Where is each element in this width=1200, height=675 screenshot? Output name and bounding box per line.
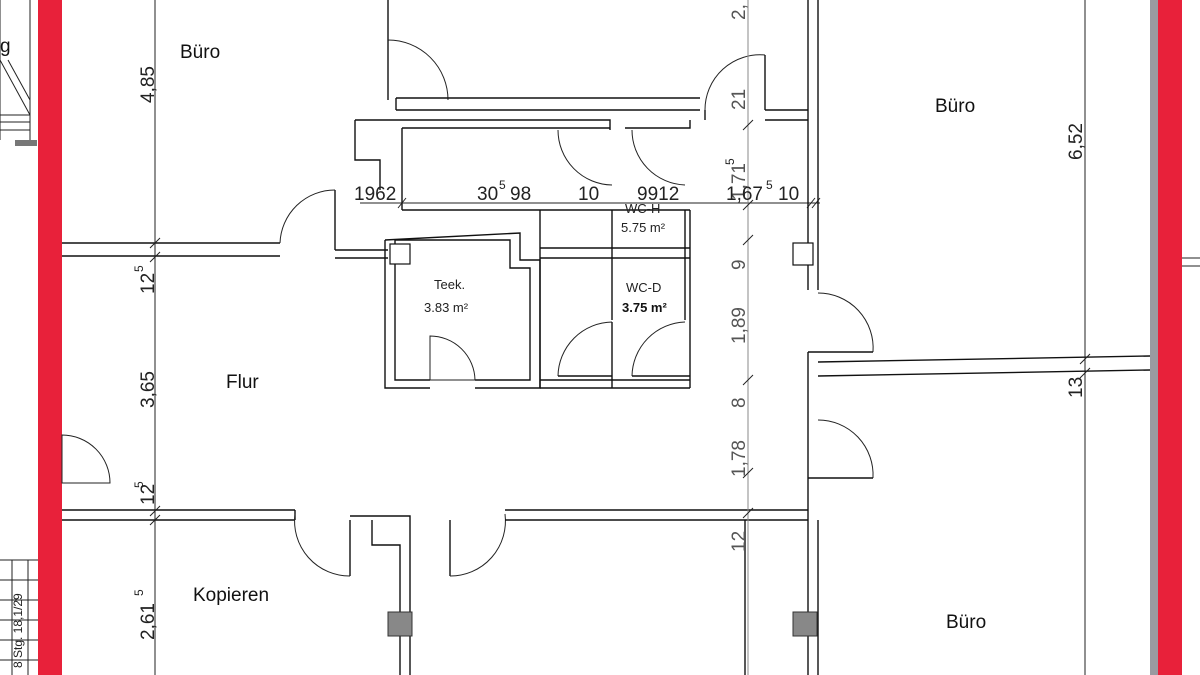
dim-h-10a: 10 — [578, 184, 599, 205]
outer-wall-left — [38, 0, 62, 675]
dim-mid-21: 21 — [729, 89, 750, 110]
dim-right-13: 13 — [1066, 377, 1087, 398]
dim-mid-189: 1,89 — [729, 307, 750, 344]
stair-area-top — [0, 0, 37, 146]
dim-right-652: 6,52 — [1066, 123, 1087, 160]
dim-left-125b: 12 — [138, 484, 159, 505]
dim-mid-2: 2, — [729, 4, 750, 20]
walls-right — [792, 0, 1200, 675]
stair-area-bottom — [0, 559, 38, 675]
dim-h-9912: 9912 — [637, 184, 679, 205]
door-left-flur — [61, 434, 111, 484]
dim-mid-171-sup: 5 — [723, 158, 737, 165]
room-flur: Flur — [226, 372, 259, 393]
room-teek-area: 3.83 m² — [424, 300, 469, 315]
outer-wall-right-inner — [1150, 0, 1158, 675]
room-wch-area: 5.75 m² — [621, 220, 666, 235]
dim-h-10b: 10 — [778, 184, 799, 205]
room-wch-name: WC-H — [625, 201, 660, 216]
dim-left-125a-sup: 5 — [132, 265, 146, 272]
dim-left-261-sup: 5 — [132, 589, 146, 596]
dim-h-167: 1,67 — [726, 184, 763, 205]
door-flur-top — [279, 189, 336, 244]
doors-bottom — [294, 509, 808, 675]
dim-left-261: 2,61 — [138, 603, 159, 640]
dim-h-30-sup: 5 — [499, 178, 506, 192]
room-wcd-name: WC-D — [626, 280, 661, 295]
dim-h-1962: 1962 — [354, 184, 396, 205]
dim-h-30: 30 — [477, 184, 498, 205]
dim-mid-12: 12 — [729, 531, 750, 552]
dim-left-125a: 12 — [138, 273, 159, 294]
dim-h-167-sup: 5 — [766, 178, 773, 192]
room-teek-name: Teek. — [434, 277, 465, 292]
dim-left-365: 3,65 — [138, 371, 159, 408]
dim-mid-9: 9 — [729, 259, 750, 270]
walls-left — [62, 0, 295, 675]
room-kopieren: Kopieren — [193, 585, 269, 606]
room-wcd-area: 3.75 m² — [622, 300, 667, 315]
left-edge-char: g — [0, 36, 11, 57]
dim-h-98: 98 — [510, 184, 531, 205]
dim-left-125b-sup: 5 — [132, 481, 146, 488]
room-buero-top-left: Büro — [180, 42, 220, 63]
core-dim-line — [360, 197, 821, 211]
door-core-right — [704, 54, 808, 121]
room-buero-top-right: Büro — [935, 96, 975, 117]
door-top-buero — [387, 0, 700, 111]
dim-mid-171: 1,71 — [729, 163, 750, 200]
core-walls — [334, 119, 691, 389]
dim-mid-178: 1,78 — [729, 440, 750, 477]
dim-mid-8: 8 — [729, 397, 750, 408]
stair-label: 8 Stg. 18,1/29 — [11, 593, 25, 668]
room-buero-bottom-right: Büro — [946, 612, 986, 633]
dim-left-485: 4,85 — [138, 66, 159, 103]
mid-dim-line — [742, 0, 754, 675]
